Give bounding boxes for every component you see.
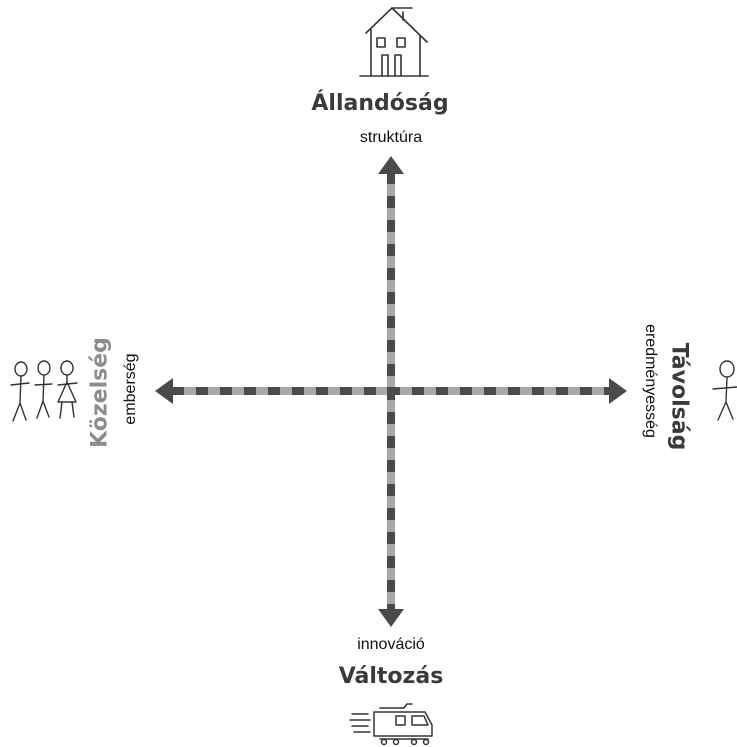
arrow-right	[609, 378, 627, 404]
train-icon	[350, 704, 432, 745]
right-pole-subtitle: eredményesség	[641, 261, 659, 501]
group-of-people-icon	[11, 361, 77, 421]
top-pole-subtitle: struktúra	[0, 129, 737, 147]
top-pole-title: Állandóság	[0, 91, 737, 116]
left-pole-subtitle: emberség	[122, 269, 140, 509]
house-icon	[360, 8, 428, 76]
bottom-pole-subtitle: innováció	[0, 636, 737, 654]
right-pole-title: Távolság	[667, 277, 692, 517]
arrow-up	[378, 156, 404, 174]
bottom-pole-title: Változás	[0, 664, 737, 689]
single-person-icon	[713, 361, 737, 420]
arrow-down	[378, 609, 404, 627]
arrow-left	[155, 378, 173, 404]
axes	[155, 156, 627, 627]
left-pole-title: Közelség	[88, 273, 113, 513]
